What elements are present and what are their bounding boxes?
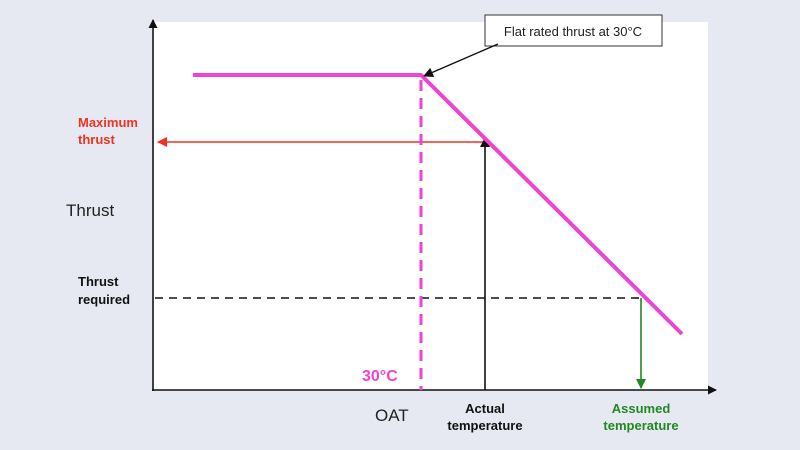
- flat-rating-temperature-label: 30°C: [362, 368, 398, 385]
- assumed-temperature-label-line-1: Assumed: [612, 401, 671, 416]
- x-axis-label: OAT: [375, 406, 409, 425]
- thrust-required-label-line-1: Thrust: [78, 274, 119, 289]
- assumed-temperature-label-line-2: temperature: [603, 418, 678, 433]
- callout-text: Flat rated thrust at 30°C: [504, 24, 642, 39]
- thrust-required-label-line-2: required: [78, 292, 130, 307]
- y-axis-label: Thrust: [66, 201, 114, 220]
- max-thrust-label-line-1: Maximum: [78, 115, 138, 130]
- plot-area: [152, 22, 708, 390]
- thrust-curve: [193, 73, 684, 336]
- max-thrust-label-line-2: thrust: [78, 132, 116, 147]
- actual-temperature-label-line-1: Actual: [465, 401, 505, 416]
- callout-box: [484, 14, 663, 47]
- actual-temperature-label-line-2: temperature: [447, 418, 522, 433]
- callout-pointer: [423, 43, 499, 78]
